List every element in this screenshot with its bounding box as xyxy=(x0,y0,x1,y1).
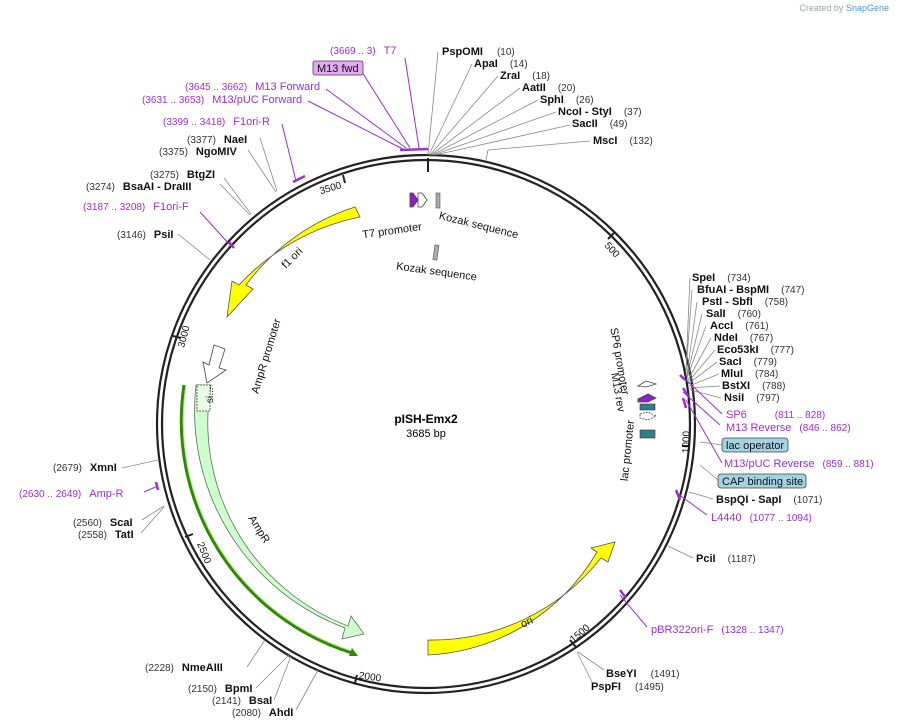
tick-label: 1000 xyxy=(681,430,693,453)
tick-marks xyxy=(172,158,690,684)
ampr-label: AmpR xyxy=(246,513,272,545)
primer-marks xyxy=(154,147,690,599)
enzyme-label: (2679)XmnI xyxy=(53,462,117,474)
enzyme-label: (3377)NaeI xyxy=(187,134,247,146)
ampr-arrow xyxy=(194,384,365,640)
primer-label: (3187 .. 3208)F1ori-F xyxy=(83,201,189,213)
kozak-box-2 xyxy=(432,244,440,261)
enzyme-label: PstI - SbfI(758) xyxy=(702,296,788,308)
cap-binding-label: CAP binding site xyxy=(722,476,803,488)
enzyme-label: (2560)ScaI xyxy=(73,517,133,529)
primer-label: (3399 .. 3418)F1ori-R xyxy=(163,116,270,128)
enzyme-label: BspQI - SapI(1071) xyxy=(716,494,822,506)
enzyme-label: SalI(760) xyxy=(706,308,761,320)
signal-sequence-box xyxy=(196,384,211,412)
enzyme-label: NdeI(767) xyxy=(714,332,773,344)
enzyme-label: (2080)AhdI xyxy=(232,707,293,719)
primer-label: (3631 .. 3653)M13/pUC Forward xyxy=(142,94,302,106)
tick-label: 2000 xyxy=(358,671,382,685)
sp6-promoter-arrow xyxy=(636,380,658,388)
enzyme-label: BfuAI - BspMI(747) xyxy=(697,284,804,296)
enzyme-label: AccI(761) xyxy=(710,320,769,332)
primer-labels: (3669 .. 3)T7 M13 fwd (3645 .. 3662)M13 … xyxy=(19,45,874,636)
enzyme-label: (2228)NmeAIII xyxy=(145,662,223,674)
primer-leader-lines xyxy=(143,57,723,628)
enzyme-label: PspOMI(10) xyxy=(442,46,515,58)
enzyme-label: SacI(779) xyxy=(719,356,777,368)
t7-promoter-white-arrow xyxy=(417,192,428,208)
credit-prefix: Created by xyxy=(799,3,844,13)
ampr-underline-head xyxy=(349,648,358,656)
tick-label: 3500 xyxy=(318,180,343,197)
primer-label: pBR322ori-F(1328 .. 1347) xyxy=(651,624,784,636)
enzyme-label: SacII(49) xyxy=(572,118,627,130)
kozak-label-2: Kozak sequence xyxy=(395,260,477,283)
enzyme-label: (3375)NgoMIV xyxy=(159,146,238,158)
enzyme-label: (2150)BpmI xyxy=(188,683,252,695)
enzyme-label: PspFI(1495) xyxy=(591,681,664,693)
lac-operator-leader xyxy=(699,441,723,446)
ori-arrow xyxy=(427,541,616,656)
kozak-box-1 xyxy=(435,192,441,209)
f1-ori-arrow xyxy=(226,206,361,319)
primer-label: SP6(811 .. 828) xyxy=(726,409,825,421)
enzyme-label: SpeI(734) xyxy=(692,272,751,284)
backbone-outer xyxy=(155,153,697,695)
primer-label: (3669 .. 3)T7 xyxy=(330,45,396,57)
enzyme-label: ZraI(18) xyxy=(500,70,550,82)
cap-binding-badge xyxy=(717,473,807,489)
cap-binding-leader xyxy=(699,464,719,481)
enzyme-label: SphI(26) xyxy=(540,94,594,106)
tick-labels: 500 1000 1500 2000 2500 3000 3500 xyxy=(176,180,692,685)
enzyme-label: NsiI(797) xyxy=(724,392,780,404)
lac-operator-box xyxy=(639,403,656,411)
enzyme-label: (3146)PsiI xyxy=(117,229,173,241)
enzyme-label: MluI(784) xyxy=(721,368,778,380)
lac-promoter-label: lac promoter xyxy=(619,419,637,481)
credit-brand: SnapGene xyxy=(845,3,889,13)
backbone-inner xyxy=(160,158,692,690)
primer-label: M13 Reverse(846 .. 862) xyxy=(726,422,851,434)
enzyme-label: ApaI(14) xyxy=(474,58,528,70)
enzyme-label: NcoI - StyI(37) xyxy=(558,106,642,118)
enzyme-label: (2141)BsaI xyxy=(212,695,272,707)
enzyme-labels: PspOMI(10) ApaI(14) ZraI(18) AatII(20) S… xyxy=(53,46,822,719)
enzyme-label: PciI(1187) xyxy=(696,553,756,565)
ampr-promoter-label: AmpR promoter xyxy=(250,317,284,395)
plasmid-length: 3685 bp xyxy=(406,428,446,440)
enzyme-label: MscI(132) xyxy=(593,135,653,147)
lac-promoter-arrow xyxy=(639,411,657,421)
enzyme-label: (3274)BsaAI - DraIII xyxy=(86,181,191,193)
m13-fwd-label: M13 fwd xyxy=(317,63,359,75)
primer-label: (2630 .. 2649)Amp-R xyxy=(19,488,124,500)
signal-sequence-label: si... xyxy=(205,387,216,403)
enzyme-label: AatII(20) xyxy=(522,82,576,94)
m13-rev-arrow xyxy=(637,393,657,403)
enzyme-label: (3275)BtgZI xyxy=(150,169,215,181)
enzyme-label: Eco53kI(777) xyxy=(717,344,794,356)
ori-label: ori xyxy=(519,615,535,631)
lac-operator-label: lac operator xyxy=(726,440,784,452)
enzyme-label: BseYI(1491) xyxy=(606,668,679,680)
kozak-label-1: Kozak sequence xyxy=(438,210,520,241)
t7-promoter-arrow xyxy=(409,192,419,208)
t7-promoter-label: T7 promoter xyxy=(362,221,423,241)
primer-label: M13/pUC Reverse(859 .. 881) xyxy=(724,458,874,470)
ampr-underline-highlight xyxy=(182,384,353,652)
primer-label: (3645 .. 3662)M13 Forward xyxy=(185,81,320,93)
cap-binding-box xyxy=(639,429,656,439)
enzyme-label: (2558)TatI xyxy=(78,529,134,541)
ampr-promoter-arrow xyxy=(202,344,227,384)
m13-fwd-badge xyxy=(312,60,364,76)
primer-label: L4440(1077 .. 1094) xyxy=(711,512,812,524)
snapgene-credit: Created by SnapGene xyxy=(799,3,889,13)
ampr-underline xyxy=(179,384,353,655)
enzyme-leader-lines xyxy=(121,51,722,711)
tick-label: 3000 xyxy=(176,324,192,349)
f1-ori-label: f1 ori xyxy=(280,245,306,271)
plasmid-name: pISH-Emx2 xyxy=(394,412,458,426)
tick-label: 1500 xyxy=(568,622,592,645)
enzyme-label: BstXI(788) xyxy=(722,380,785,392)
